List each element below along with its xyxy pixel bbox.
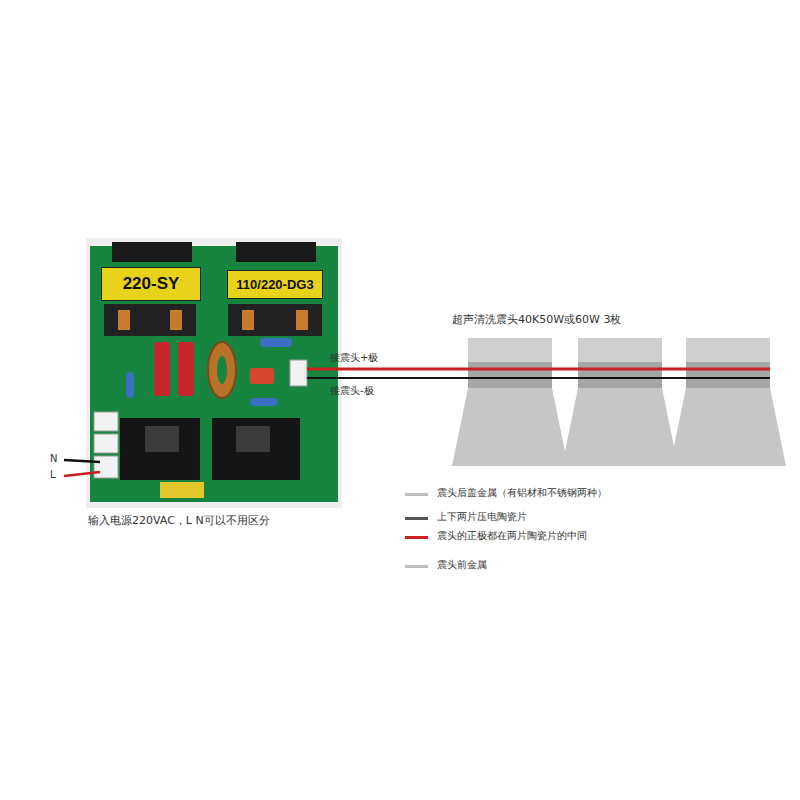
positive-wire [307,368,770,371]
wire-label: 接震头+极 [330,352,378,364]
toroid-hole [217,356,227,384]
label-text: 110/220-DG3 [234,277,316,292]
legend-swatch [405,536,428,539]
photo-ground [86,238,342,508]
heatsink-body [120,418,200,480]
legend-swatch [405,565,428,568]
terminal-label: N [50,453,57,465]
toroid-inductor [208,342,236,398]
front-metal [452,388,568,466]
wire-label: 接震头-极 [330,385,374,397]
legend-text: 震头的正极都在两片陶瓷片的中间 [437,530,587,542]
caption-note: 输入电源220VAC，L N可以不用区分 [88,514,270,527]
back-metal [468,338,552,362]
output-connector [290,360,307,386]
resistor [260,338,292,347]
terminal-block [94,456,118,478]
transistor [236,426,270,452]
legend-text: 上下两片压电陶瓷片 [437,511,527,523]
terminal-block [94,412,118,431]
terminal-block [94,434,118,453]
label-text: 220-SY [108,274,194,294]
copper-wire [170,310,182,330]
copper-wire [296,310,308,330]
resistor [250,398,278,406]
transformer-core [112,242,192,262]
front-metal [670,388,786,466]
pcb-board [90,246,338,502]
transformer [228,242,322,336]
legend-text: 震头后盖金属（有铝材和不锈钢两种） [437,487,607,499]
transducer [562,338,678,466]
legend-text: 震头前金属 [437,559,487,571]
transducer [670,338,786,466]
piezo-ceramic [578,362,662,388]
capacitor [160,482,204,498]
heatsink [120,418,300,480]
copper-wire [118,310,130,330]
heatsink-body [212,418,300,480]
film-capacitor [178,342,194,396]
transformer-label: 110/220-DG3 [227,270,323,299]
piezo-ceramic [468,362,552,388]
resistor [126,372,134,398]
section-heading: 超声清洗震头40K50W或60W 3枚 [452,313,621,326]
live-wire [64,472,100,476]
transformer-winding [228,304,322,336]
terminal-label: L [50,469,56,481]
neutral-wire [64,460,100,462]
front-metal [562,388,678,466]
legend-swatch [405,493,428,496]
transformer-winding [104,304,196,336]
transformer-core [236,242,316,262]
copper-wire [242,310,254,330]
film-capacitor [154,342,170,396]
back-metal [578,338,662,362]
transistor [145,426,179,452]
legend-swatch [405,517,428,520]
back-metal [686,338,770,362]
transformer-label: 220-SY [101,267,201,301]
piezo-ceramic [686,362,770,388]
capacitor [250,368,274,384]
transducer [452,338,568,466]
negative-wire [307,377,770,379]
